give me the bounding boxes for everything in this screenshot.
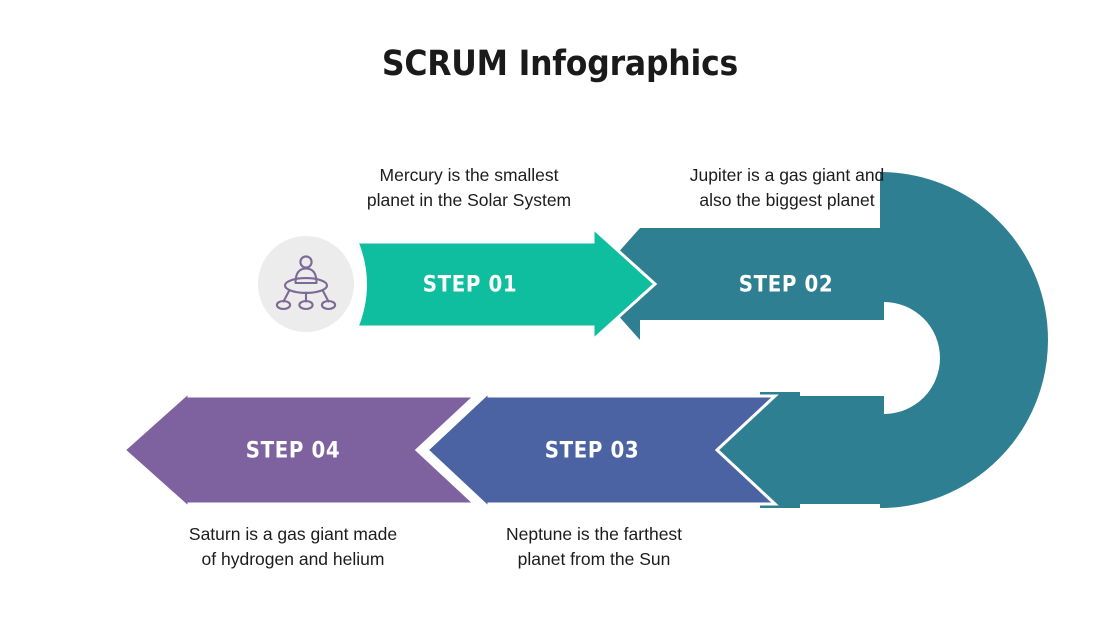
step-2-top-bar-redraw (640, 228, 884, 320)
step-1-label: STEP 01 (422, 272, 518, 298)
step-1-caption: Mercury is the smallest planet in the So… (366, 165, 572, 210)
step-3-arrow-path (424, 388, 779, 512)
step-1-shape[interactable] (354, 224, 658, 344)
step-2-uturn-band (878, 172, 1048, 508)
page-title: SCRUM Infographics (381, 44, 739, 84)
step-4-shape[interactable] (121, 388, 479, 512)
step-3-caption: Neptune is the farthest planet from the … (505, 524, 683, 569)
step-4-label: STEP 04 (245, 438, 341, 464)
uturn-upper-gap (640, 320, 884, 358)
scrum-team-icon (275, 255, 337, 311)
step-2-label: STEP 02 (738, 272, 834, 298)
uturn-lower-gap (760, 358, 884, 396)
step-1-arrow-path (354, 224, 658, 344)
step-2-arrow-neck (760, 392, 800, 508)
step-4-arrow-path (121, 388, 479, 512)
step-4-caption: Saturn is a gas giant made of hydrogen a… (188, 524, 398, 569)
step-3-shape[interactable] (424, 388, 779, 512)
step-2-caption: Jupiter is a gas giant and also the bigg… (689, 165, 885, 210)
step-3-label: STEP 03 (544, 438, 640, 464)
